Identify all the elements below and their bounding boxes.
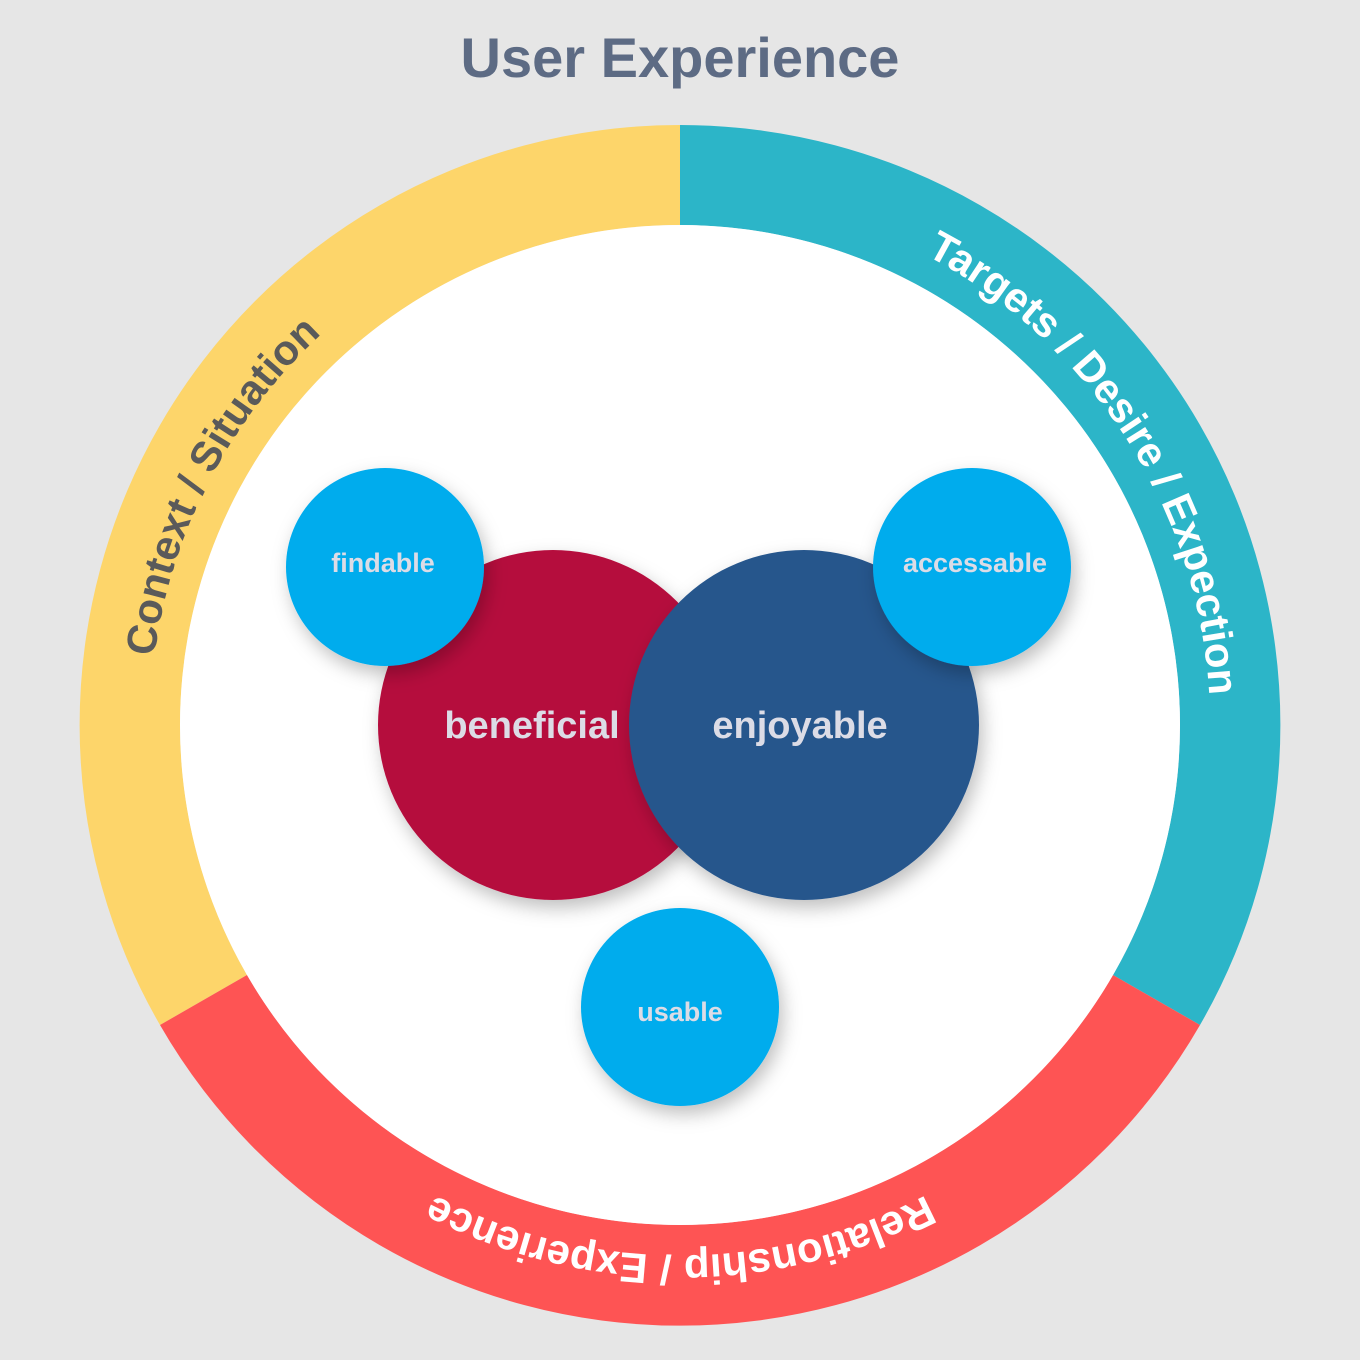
facet-circle-accessable xyxy=(873,468,1071,666)
core-circle-enjoyable xyxy=(629,550,979,900)
core-label-beneficial: beneficial xyxy=(444,705,619,747)
core-label-enjoyable: enjoyable xyxy=(712,705,887,747)
facet-circle-usable xyxy=(581,908,779,1106)
facet-label-usable: usable xyxy=(637,997,723,1027)
facet-label-findable: findable xyxy=(331,548,435,578)
diagram-title: User Experience xyxy=(461,26,900,89)
ring-segment-context xyxy=(79,124,681,1025)
facet-circle-findable xyxy=(286,468,484,666)
ring-segment-relationship xyxy=(160,975,1200,1326)
core-circle-beneficial xyxy=(378,550,728,900)
facet-label-accessable: accessable xyxy=(903,548,1047,578)
ring-segment-targets xyxy=(680,124,1281,1025)
